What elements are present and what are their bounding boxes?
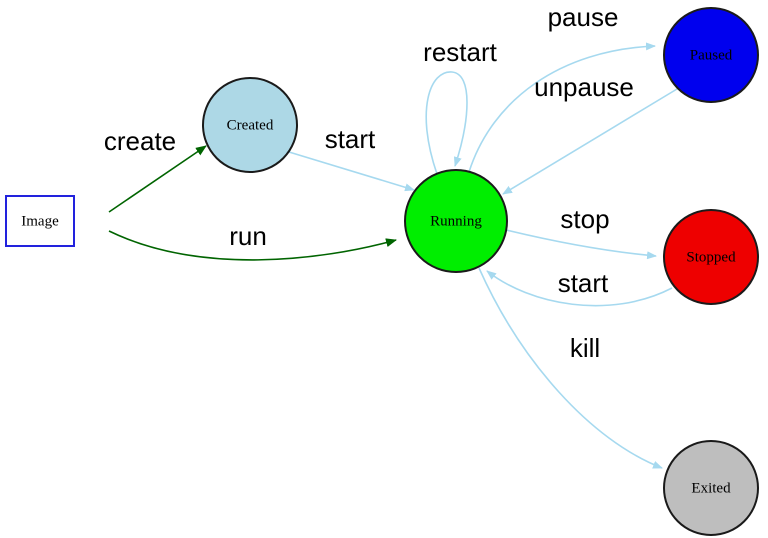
edge-run-label: run	[229, 221, 267, 251]
edge-start-created-label: start	[325, 124, 376, 154]
edge-restart-path	[425, 71, 468, 175]
edge-stop-label: stop	[560, 204, 609, 234]
edge-unpause[interactable]: unpause	[502, 72, 678, 195]
node-stopped[interactable]: Stopped	[663, 209, 759, 305]
edge-create-path	[108, 145, 207, 213]
edge-start-stopped[interactable]: start	[486, 268, 673, 307]
node-image-shape	[5, 195, 75, 247]
edge-start-created-path	[288, 151, 415, 192]
edge-create[interactable]: create	[104, 126, 207, 213]
edge-pause[interactable]: pause	[468, 2, 656, 173]
edge-start-created[interactable]: start	[288, 124, 415, 192]
node-exited-shape	[663, 440, 759, 536]
edge-pause-label: pause	[548, 2, 619, 32]
node-image[interactable]: Image	[5, 195, 75, 247]
edge-unpause-path	[502, 88, 678, 195]
edge-run[interactable]: run	[108, 221, 397, 261]
node-running-shape	[404, 169, 508, 273]
node-exited[interactable]: Exited	[663, 440, 759, 536]
edge-kill-label: kill	[570, 333, 600, 363]
node-running[interactable]: Running	[404, 169, 508, 273]
edge-unpause-label: unpause	[534, 72, 634, 102]
node-stopped-label: Stopped	[686, 249, 736, 265]
node-paused-label: Paused	[690, 47, 733, 63]
node-created-shape	[202, 77, 298, 173]
edge-create-label: create	[104, 126, 176, 156]
edge-stop[interactable]: stop	[505, 204, 657, 260]
node-created[interactable]: Created	[202, 77, 298, 173]
edge-start-stopped-path	[486, 270, 673, 307]
node-paused-shape	[663, 7, 759, 103]
node-paused[interactable]: Paused	[663, 7, 759, 103]
edge-start-stopped-label: start	[558, 268, 609, 298]
edge-restart-label: restart	[423, 37, 497, 67]
edge-run-path	[108, 230, 397, 261]
node-running-label: Running	[430, 213, 482, 229]
node-stopped-shape	[663, 209, 759, 305]
edge-kill-path	[478, 267, 663, 469]
node-image-label: Image	[21, 213, 59, 229]
edge-stop-path	[505, 229, 657, 260]
node-exited-label: Exited	[691, 480, 731, 496]
edge-kill[interactable]: kill	[478, 267, 663, 469]
node-created-label: Created	[227, 117, 274, 133]
edge-restart[interactable]: restart	[423, 37, 498, 175]
edge-pause-path	[468, 42, 656, 173]
